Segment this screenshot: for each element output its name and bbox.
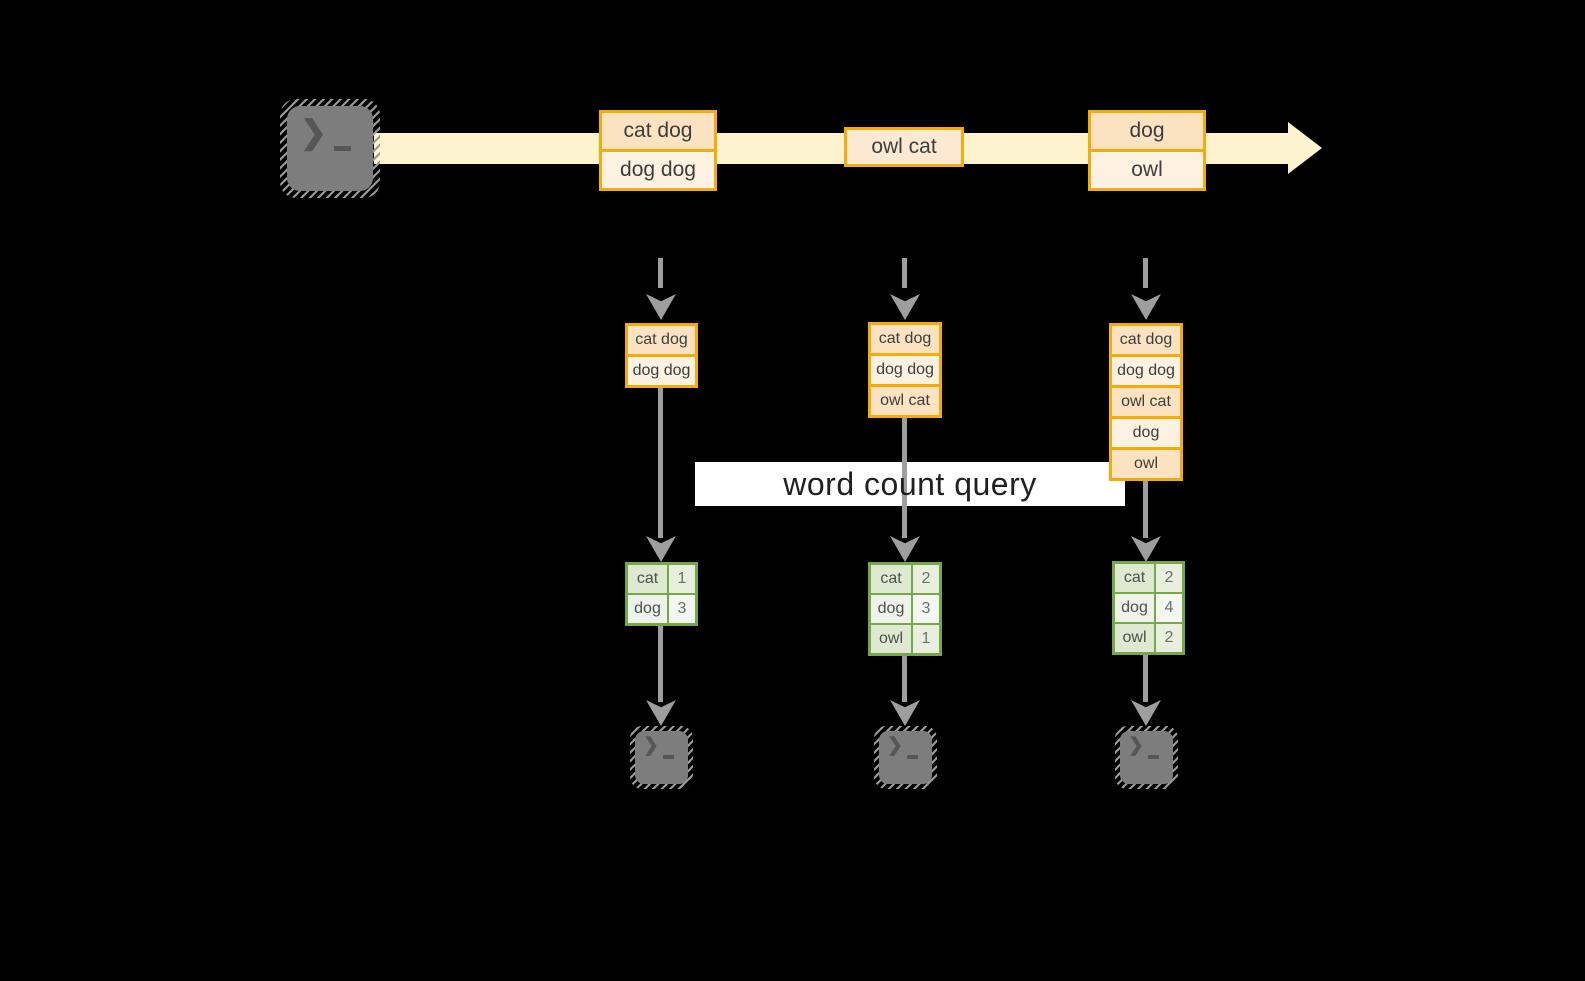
dashed-arrow-line [658,258,663,288]
count-cell: 2 [1156,564,1182,592]
prompt-chevron-icon: ❯ [300,114,327,150]
count-cell: 2 [1156,624,1182,652]
result-table-3: cat 2 dog 4 owl 2 [1112,561,1185,655]
terminal-source-icon: ❯ [280,99,380,198]
stream-batch-1: cat dog dog dog [599,110,717,191]
stack-row: dog dog [871,353,939,384]
query-arrow-line [1143,476,1148,538]
output-arrow-line [658,626,663,702]
dashed-arrowhead-icon [646,294,676,320]
word-cell: owl [1115,624,1154,652]
count-cell: 1 [669,565,695,593]
input-stack-1: cat dog dog dog [625,323,698,388]
terminal-output-icon-2: ❯ [874,726,937,789]
word-cell: dog [1115,594,1154,622]
cursor-dash-icon [663,755,674,759]
output-arrow-line [1143,655,1148,702]
input-stack-3: cat dog dog dog owl cat dog owl [1109,323,1183,481]
query-arrowhead-icon [1131,536,1161,562]
batch-row: dog [1091,113,1203,149]
terminal-output-icon-3: ❯ [1115,726,1178,789]
stream-batch-3: dog owl [1088,110,1206,191]
output-arrow-line [902,656,907,702]
query-arrow-line [902,416,907,538]
dashed-arrow-line [902,258,907,288]
count-cell: 3 [669,595,695,623]
stack-row: dog dog [1112,354,1180,385]
word-cell: owl [871,625,911,653]
batch-row: dog dog [602,149,714,188]
terminal-body: ❯ [879,731,932,784]
stack-row: dog [1112,416,1180,447]
result-table-2: cat 2 dog 3 owl 1 [868,562,942,656]
count-cell: 2 [913,565,939,593]
word-cell: cat [628,565,667,593]
cursor-dash-icon [1148,755,1159,759]
query-arrowhead-icon [646,536,676,562]
cursor-dash-icon [907,755,918,759]
stream-arrowhead-icon [1288,122,1322,174]
terminal-body: ❯ [635,731,688,784]
stack-row: owl cat [1112,385,1180,416]
batch-row: owl [1091,149,1203,188]
stream-batch-2: owl cat [844,127,964,167]
prompt-chevron-icon: ❯ [887,735,903,756]
output-arrowhead-icon [890,700,920,726]
terminal-body: ❯ [1120,731,1173,784]
result-table-1: cat 1 dog 3 [625,562,698,626]
word-cell: cat [1115,564,1154,592]
output-arrowhead-icon [1131,700,1161,726]
stack-row: cat dog [871,325,939,353]
prompt-chevron-icon: ❯ [1128,735,1144,756]
input-stack-2: cat dog dog dog owl cat [868,322,942,418]
terminal-output-icon-1: ❯ [630,726,693,789]
word-cell: dog [628,595,667,623]
count-cell: 1 [913,625,939,653]
output-arrowhead-icon [646,700,676,726]
cursor-dash-icon [334,146,351,151]
query-arrowhead-icon [890,536,920,562]
word-cell: cat [871,565,911,593]
query-band [695,462,1125,506]
count-cell: 4 [1156,594,1182,622]
count-cell: 3 [913,595,939,623]
word-cell: dog [871,595,911,623]
dashed-arrowhead-icon [1131,294,1161,320]
dashed-arrow-line [1143,258,1148,288]
terminal-body: ❯ [287,106,373,191]
batch-row: owl cat [847,130,961,164]
query-label: word count query [783,465,1037,502]
batch-row: cat dog [602,113,714,149]
stack-row: dog dog [628,354,695,385]
stack-row: cat dog [628,326,695,354]
prompt-chevron-icon: ❯ [643,735,659,756]
stack-row: owl cat [871,384,939,415]
stack-row: owl [1112,447,1180,478]
stack-row: cat dog [1112,326,1180,354]
dashed-arrowhead-icon [890,294,920,320]
query-arrow-line [658,386,663,538]
